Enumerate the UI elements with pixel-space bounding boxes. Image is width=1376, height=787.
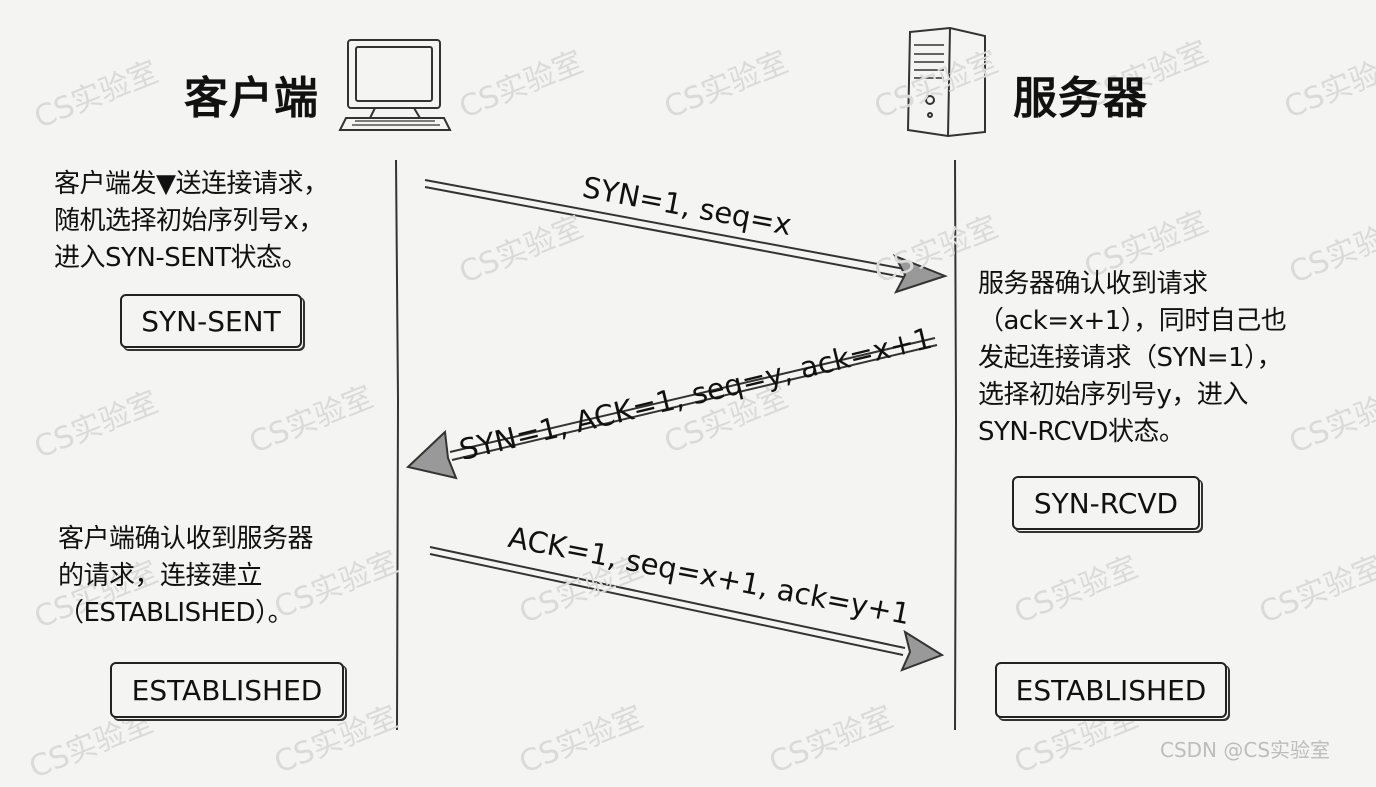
note-line: 进入SYN-SENT状态。 bbox=[54, 243, 307, 273]
server-state-syn-rcvd: SYN-RCVD bbox=[1012, 476, 1200, 530]
note-line: 的请求，连接建立 bbox=[58, 561, 263, 591]
arrow-ack bbox=[429, 546, 945, 672]
computer-monitor-icon bbox=[338, 39, 452, 131]
note-line: 服务器确认收到请求 bbox=[978, 269, 1208, 299]
arrow-syn-ack bbox=[405, 337, 938, 480]
server-title: 服务器 bbox=[1013, 73, 1148, 124]
server-state-established: ESTABLISHED bbox=[995, 662, 1227, 718]
server-tower-icon bbox=[906, 26, 986, 138]
diagram-canvas bbox=[338, 26, 986, 731]
note-line: （ack=x+1），同时自己也 bbox=[978, 306, 1287, 336]
client-state-established: ESTABLISHED bbox=[110, 662, 344, 718]
note-line: SYN-RCVD状态。 bbox=[978, 417, 1185, 447]
server-syn-ack-note: 服务器确认收到请求 （ack=x+1），同时自己也 发起连接请求（SYN=1），… bbox=[978, 266, 1287, 451]
note-line: 随机选择初始序列号x， bbox=[54, 206, 324, 236]
note-line: （ESTABLISHED）。 bbox=[58, 598, 294, 628]
client-lifeline bbox=[395, 159, 400, 731]
client-title: 客户端 bbox=[184, 73, 319, 124]
csdn-credit: CSDN @CS实验室 bbox=[1160, 738, 1331, 762]
note-line: 选择初始序列号y，进入 bbox=[978, 380, 1248, 410]
client-state-syn-sent: SYN-SENT bbox=[120, 294, 302, 348]
note-line: 发起连接请求（SYN=1）， bbox=[978, 343, 1283, 373]
arrow-syn bbox=[424, 179, 948, 294]
server-lifeline bbox=[954, 159, 958, 731]
note-line: 客户端发▼送连接请求， bbox=[54, 169, 329, 199]
client-syn-note: 客户端发▼送连接请求， 随机选择初始序列号x， 进入SYN-SENT状态。 bbox=[54, 166, 329, 277]
client-established-note: 客户端确认收到服务器 的请求，连接建立 （ESTABLISHED）。 bbox=[58, 521, 314, 632]
note-line: 客户端确认收到服务器 bbox=[58, 524, 314, 554]
